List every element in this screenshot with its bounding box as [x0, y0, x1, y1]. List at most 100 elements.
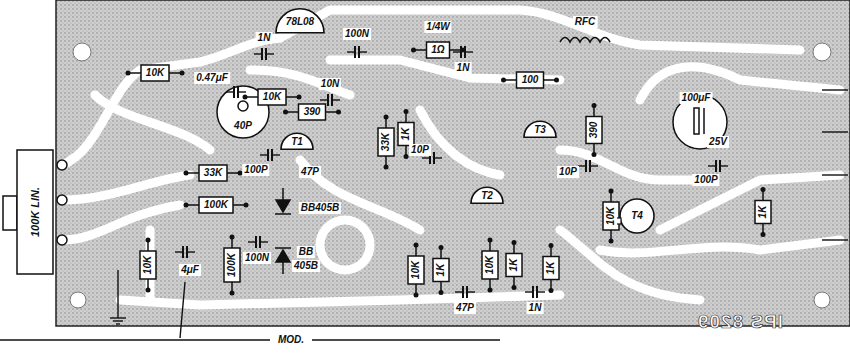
capacitor-lead: [226, 91, 234, 92]
capacitor-lead: [455, 291, 463, 292]
resistor-symbol: [427, 42, 450, 58]
part-name: 78L08: [284, 16, 316, 28]
part-name: T2: [479, 190, 495, 202]
capacitor-lead: [525, 291, 533, 292]
resistor-symbol: [433, 259, 449, 282]
solder-pad: [384, 115, 389, 120]
capacitor-symbol: [464, 46, 466, 58]
capacitor-lead: [537, 291, 545, 292]
component-label: 40P: [232, 120, 254, 132]
solder-pad: [439, 245, 444, 250]
capacitor-symbol: [715, 160, 717, 172]
capacitor-lead: [453, 51, 461, 52]
resistor-symbol: [141, 65, 169, 81]
capacitor-value: 1N: [527, 302, 544, 314]
capacitor-value: 100P: [692, 174, 719, 186]
capacitor-lead: [422, 157, 430, 158]
solder-pad: [404, 154, 409, 159]
mounting-holes: [70, 43, 831, 308]
solder-pad: [549, 243, 554, 248]
solder-pad: [609, 189, 614, 194]
solder-pad: [230, 235, 235, 240]
capacitor-symbol: [261, 48, 263, 60]
solder-pad: [411, 48, 416, 53]
component-label: MOD.: [276, 334, 306, 346]
solder-pad: [126, 71, 131, 76]
resistor-value: 390: [588, 120, 600, 141]
capacitor-symbol: [585, 160, 587, 172]
capacitor-symbol: [255, 236, 257, 248]
varicap-diodes: [275, 188, 291, 274]
resistor-symbol: [199, 197, 233, 213]
resistor-value: 10K: [484, 254, 496, 276]
solder-pad: [501, 78, 506, 83]
resistor-symbol: [517, 72, 544, 88]
capacitor-symbol: [271, 149, 273, 161]
solder-pad: [414, 243, 419, 248]
potentiometer: [3, 150, 67, 274]
resistor-value: 100K: [202, 199, 230, 211]
resistor-symbol: [378, 128, 394, 156]
solder-pad: [414, 293, 419, 298]
capacitor-symbol: [462, 286, 464, 298]
resistor-symbol: [258, 89, 286, 105]
capacitor-symbol: [532, 286, 534, 298]
capacitor-symbol: [466, 286, 468, 298]
component-label: 25V: [707, 136, 729, 148]
board-number: IPS 8209: [695, 311, 785, 333]
capacitor-lead: [175, 251, 183, 252]
capacitor-lead: [708, 165, 716, 166]
solder-pad: [592, 103, 597, 108]
resistor-value: 10K: [144, 67, 166, 79]
capacitor-symbol: [536, 286, 538, 298]
rf-choke: [560, 38, 610, 43]
capacitor-lead: [272, 154, 280, 155]
solder-pad: [184, 171, 189, 176]
part-name: T3: [532, 124, 548, 136]
capacitor-value: 100N: [243, 252, 271, 264]
copper-traces: [62, 10, 840, 305]
capacitor-value: 100N: [343, 28, 371, 40]
resistor-symbol: [140, 251, 156, 279]
capacitor-lead: [248, 241, 256, 242]
solder-pad: [243, 95, 248, 100]
component-label: RFC: [573, 16, 598, 28]
resistor-symbol: [398, 123, 414, 146]
capacitor-value: 10P: [557, 166, 579, 178]
resistor-symbol: [299, 104, 326, 120]
resistor-value: 10K: [605, 205, 617, 227]
capacitor-value: 1N: [455, 62, 472, 74]
capacitor-value: 10N: [319, 78, 341, 90]
board: [56, 0, 850, 326]
solder-pad: [512, 285, 517, 290]
solder-pad: [439, 290, 444, 295]
off-board-wiring: [0, 90, 848, 340]
resistor-value: 1K: [508, 257, 520, 274]
capacitor-lead: [187, 251, 195, 252]
transistor-outline: [281, 133, 313, 149]
capacitor-lead: [320, 99, 328, 100]
capacitor-symbol: [182, 246, 184, 258]
transistor-outline: [471, 187, 503, 203]
resistor-value: 10K: [410, 259, 422, 281]
resistor-symbol: [224, 248, 240, 282]
capacitor-symbol: [719, 160, 721, 172]
transistor-outline: [276, 9, 324, 33]
capacitor-symbol: [327, 94, 329, 106]
capacitor-value: 1N: [256, 32, 273, 44]
transistor-outline: [524, 121, 556, 137]
capacitor-symbol: [186, 246, 188, 258]
capacitor-value: 0.47μF: [194, 72, 230, 84]
capacitor-symbol: [589, 160, 591, 172]
solder-pad: [146, 238, 151, 243]
resistor-symbol: [199, 165, 227, 181]
resistor-symbol: [506, 254, 522, 277]
solder-pad: [230, 291, 235, 296]
solder-pad: [592, 152, 597, 157]
capacitor-symbol: [433, 152, 435, 164]
resistor-symbol: [755, 201, 771, 224]
part-name: T4: [629, 210, 645, 222]
